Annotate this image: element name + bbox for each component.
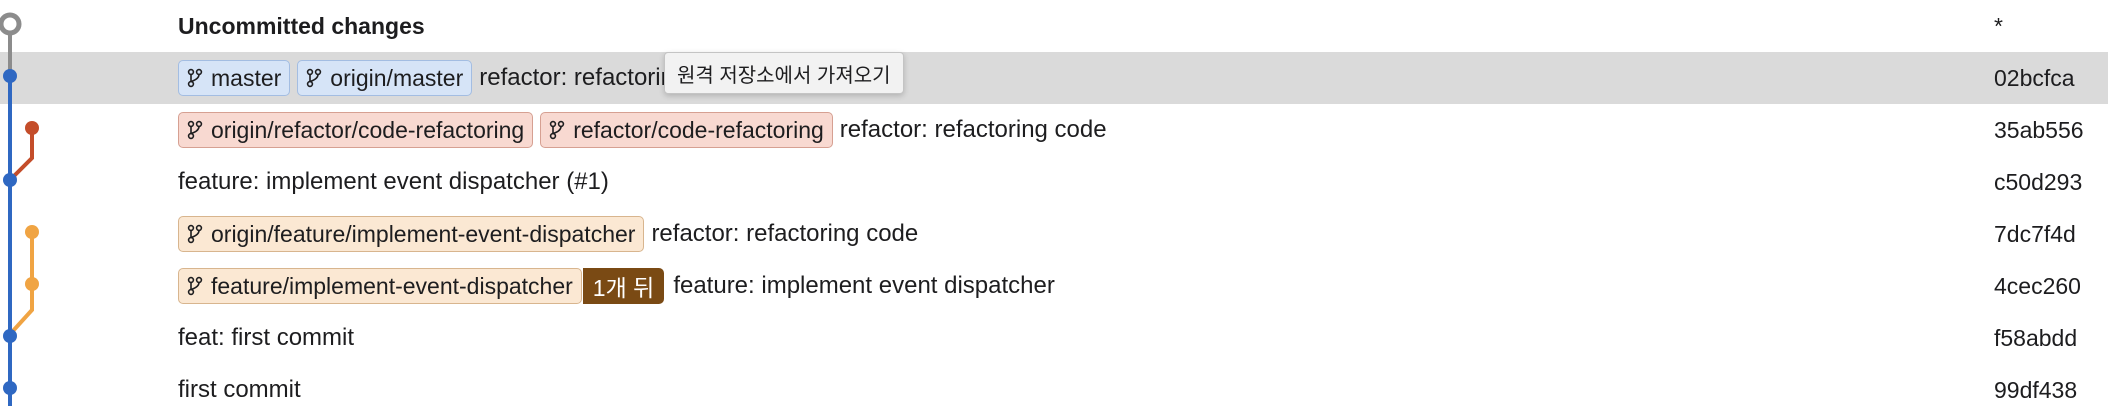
commit-hash: * [1994,12,2003,39]
branch-tag-label: master [211,64,282,91]
branch-icon [187,68,203,88]
branch-icon [187,276,203,296]
graph-line-feature [10,232,34,334]
commit-message: feat: first commit [178,324,355,351]
commit-message: first commit [178,376,301,403]
commit-row[interactable]: feature/implement-event-dispatcher 1개 뒤 … [0,260,2108,312]
commit-row[interactable]: origin/refactor/code-refactoring refacto… [0,104,2108,156]
commit-hash: f58abdd [1994,324,2078,351]
commit-hash: 02bcfca [1994,64,2075,91]
commit-hash: 99df438 [1994,376,2078,403]
branch-tag-refactor[interactable]: refactor/code-refactoring [540,112,833,148]
commit-message: refactor: refactoring code [839,116,1107,143]
branch-tag-label: refactor/code-refactoring [573,116,824,143]
branch-tag-origin-master[interactable]: origin/master [297,60,473,96]
graph-node-35ab556[interactable] [25,121,39,135]
branch-icon [307,68,322,88]
graph-node-uncommitted[interactable] [0,12,22,36]
commit-graph [0,12,39,406]
commit-hash: 7dc7f4d [1994,220,2076,247]
branch-tag-label: origin/refactor/code-refactoring [211,116,525,143]
commit-message: feature: implement event dispatcher [673,272,1055,299]
branch-tag-label: origin/feature/implement-event-dispatche… [211,220,636,247]
commit-hash: 4cec260 [1994,272,2081,299]
graph-node-f58abdd[interactable] [3,329,17,343]
commit-row[interactable]: feat: first commit f58abdd [0,312,2108,364]
branch-tag-label: feature/implement-event-dispatcher [211,272,573,299]
branch-icon [187,120,203,140]
uncommitted-changes-label: Uncommitted changes [178,12,425,39]
branch-tag-origin-feature[interactable]: origin/feature/implement-event-dispatche… [178,216,645,252]
graph-node-99df438[interactable] [3,381,17,395]
fetch-from-remote-tooltip: 원격 저장소에서 가져오기 [664,52,904,94]
graph-node-4cec260[interactable] [25,277,39,291]
commit-row[interactable]: first commit 99df438 [0,364,2108,406]
branch-tag-origin-refactor[interactable]: origin/refactor/code-refactoring [178,112,534,148]
commit-message: refactor: refactoring code [651,220,919,247]
branch-icon [187,224,203,244]
behind-count-badge: 1개 뒤 [582,268,665,304]
branch-tag-label: origin/master [330,64,464,91]
commit-row[interactable]: feature: implement event dispatcher (#1)… [0,156,2108,208]
commit-row[interactable]: master origin/master refactor: refactori… [0,52,2108,104]
graph-line-refactor [10,128,34,180]
branch-tag-master[interactable]: master [178,60,291,96]
commit-message: feature: implement event dispatcher (#1) [178,168,609,195]
graph-node-7dc7f4d[interactable] [25,225,39,239]
graph-node-c50d293[interactable] [3,173,17,187]
graph-node-02bcfca[interactable] [3,69,17,83]
branch-tag-feature[interactable]: feature/implement-event-dispatcher [178,268,582,304]
commit-row-uncommitted[interactable]: Uncommitted changes * [0,0,2108,52]
commit-hash: c50d293 [1994,168,2083,195]
commit-hash: 35ab556 [1994,116,2084,143]
branch-icon [550,120,565,140]
commit-row[interactable]: origin/feature/implement-event-dispatche… [0,208,2108,260]
